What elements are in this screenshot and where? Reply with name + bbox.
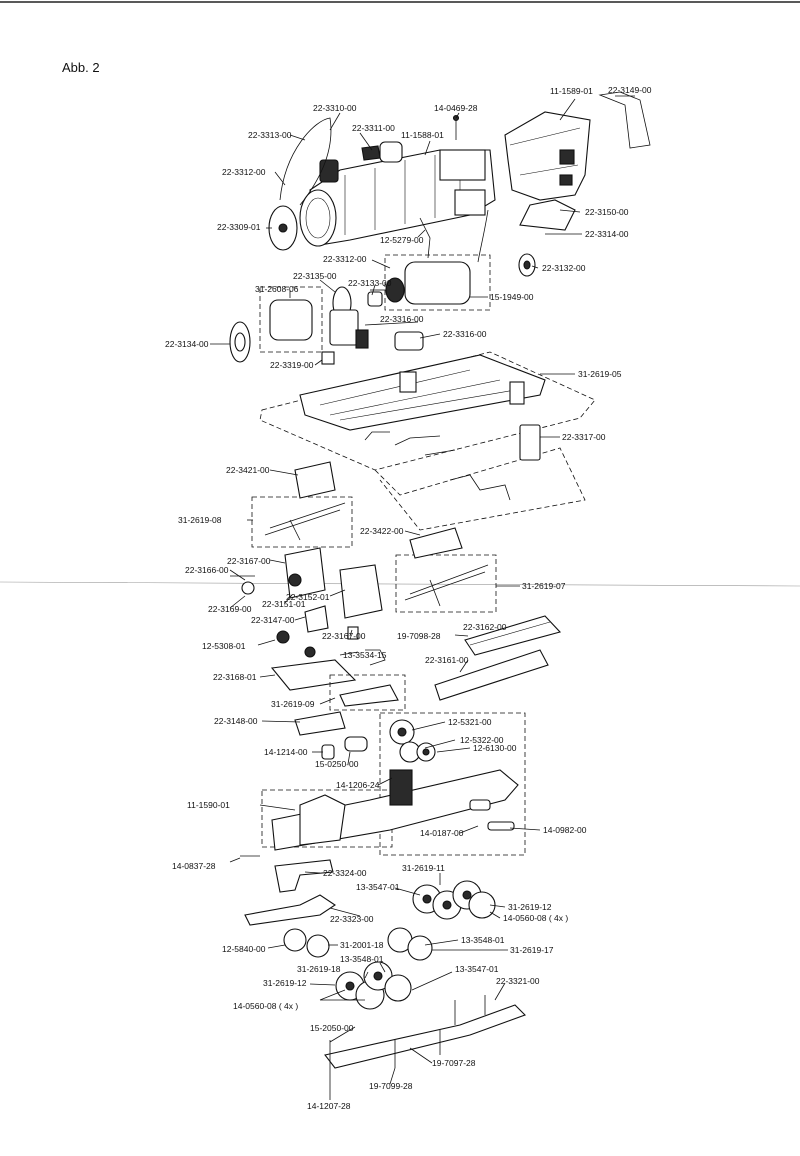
part-label: 13-3547-01 [356,882,400,892]
part-label: 22-3316-00 [380,314,424,324]
part-label: 22-3149-00 [608,85,652,95]
drive-wheelsets [244,859,496,1010]
part-label: 12-5321-00 [448,717,492,727]
part-label: 22-3147-00 [251,615,295,625]
part-label: 31-2619-17 [510,945,554,955]
part-label: 22-3422-00 [360,526,404,536]
part-label: 31-2619-07 [522,581,566,591]
gear-train [321,712,526,856]
part-label: 22-3167-00 [322,631,366,641]
part-label: 22-3169-00 [208,604,252,614]
part-label: 31-2619-05 [578,369,622,379]
part-label: 13-3547-01 [455,964,499,974]
part-label: 22-3311-00 [352,123,395,133]
part-label: 11-1590-01 [187,800,230,810]
part-label: 11-1589-01 [550,86,593,96]
frame-assembly-05 [259,351,596,531]
part-label: 22-3312-00 [222,167,266,177]
part-label: 22-3135-00 [293,271,337,281]
part-label: 22-3421-00 [226,465,270,475]
rear-frame-22-3162 [434,615,562,701]
part-label: 22-3313-00 [248,130,292,140]
part-label: 22-3167-00 [227,556,271,566]
figure-label: Abb. 2 [62,60,100,75]
tender-frame-22-3321 [324,995,526,1080]
part-label: 31-2619-12 [508,902,552,912]
part-label: 14-1206-24 [336,780,380,790]
motor-assembly [229,253,536,365]
part-label: 14-0560-08 ( 4x ) [233,1001,298,1011]
leader-lines [210,95,635,1100]
part-label: 14-0469-28 [434,103,478,113]
part-label: 12-5840-00 [222,944,266,954]
part-label: 19-7097-28 [432,1058,476,1068]
valve-gear-07 [395,527,497,613]
part-label: 22-3134-00 [165,339,209,349]
part-label: 22-3319-00 [270,360,314,370]
part-label: 22-3168-01 [213,672,257,682]
part-label: 13-3534-15 [343,650,387,660]
part-label: 22-3309-01 [217,222,261,232]
part-label: 22-3152-01 [286,592,330,602]
part-label: 14-1214-00 [264,747,308,757]
part-label: 12-5279-00 [380,235,424,245]
part-label: 14-0560-08 ( 4x ) [503,913,568,923]
part-label: 22-3151-01 [262,599,306,609]
part-label: 11-1588-01 [401,130,444,140]
part-label: 19-7099-28 [369,1081,413,1091]
part-label: 22-3166-00 [185,565,229,575]
part-number-labels: 11-1589-01 22-3149-00 22-3310-00 14-0469… [165,85,652,1111]
valve-gear-08 [251,461,353,548]
part-label: 15-2050-00 [310,1023,354,1033]
part-label: 14-0187-00 [420,828,464,838]
boiler-housing [299,141,496,247]
part-label: 22-3161-00 [425,655,469,665]
part-label: 22-3133-00 [348,278,392,288]
part-label: 31-2619-09 [271,699,315,709]
part-label: 22-3321-00 [496,976,540,986]
part-label: 31-2619-11 [402,863,445,873]
part-label: 22-3323-00 [330,914,374,924]
part-label: 22-3310-00 [313,103,357,113]
part-label: 22-3150-00 [585,207,629,217]
part-label: 31-2619-18 [297,964,341,974]
part-label: 22-3324-00 [323,868,367,878]
part-label: 15-0250-00 [315,759,359,769]
part-label: 31-2608-06 [255,284,299,294]
part-label: 22-3312-00 [323,254,367,264]
part-label: 12-5308-01 [202,641,246,651]
part-label: 22-3314-00 [585,229,629,239]
smokebox-door [268,205,298,251]
part-label: 14-1207-28 [307,1101,351,1111]
part-label: 15-1949-00 [490,292,534,302]
part-label: 14-0982-00 [543,825,587,835]
cab [504,91,651,231]
part-label: 13-3548-01 [461,935,505,945]
handrail-wire [279,117,489,263]
part-label: 22-3316-00 [443,329,487,339]
part-label: 14-0837-28 [172,861,216,871]
part-label: 13-3548-01 [340,954,384,964]
part-label: 31-2619-12 [263,978,307,988]
part-label: 12-6130-00 [473,743,517,753]
part-label: 19-7098-28 [397,631,441,641]
whistle [361,114,460,161]
part-label: 31-2001-18 [340,940,384,950]
part-label: 22-3162-00 [463,622,507,632]
crosshead-guide-plates [270,659,406,736]
part-label: 22-3132-00 [542,263,586,273]
cylinder-blocks [230,547,386,666]
main-chassis [240,769,519,857]
part-label: 22-3317-00 [562,432,606,442]
part-label: 31-2619-08 [178,515,222,525]
part-label: 22-3148-00 [214,716,258,726]
part-label: 12-5322-00 [460,735,504,745]
